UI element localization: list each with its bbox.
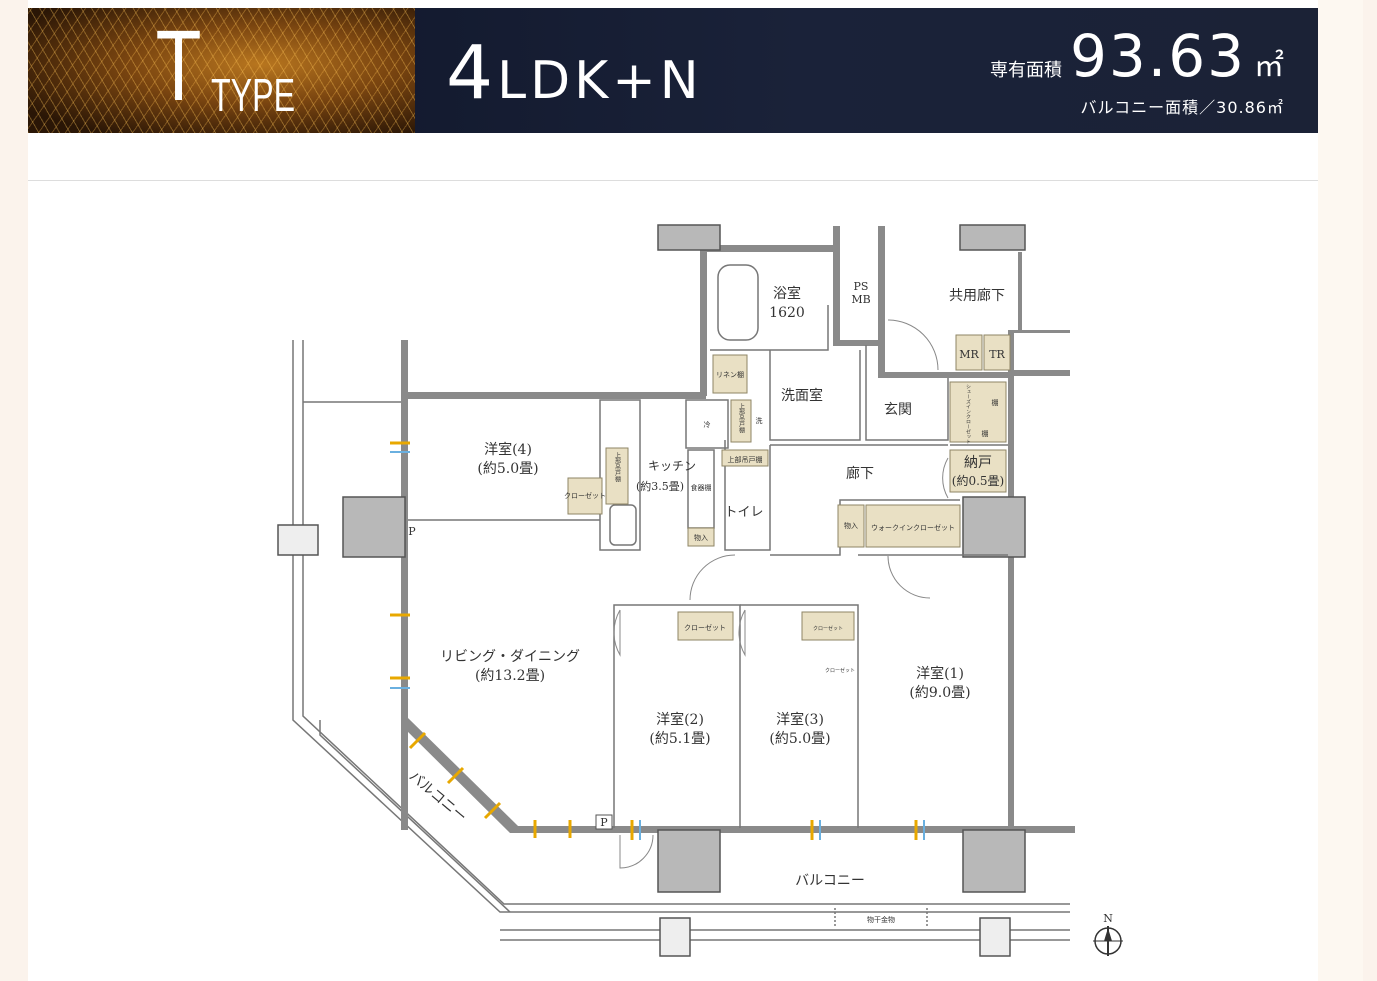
exclusive-area-label: 専有面積 bbox=[989, 60, 1062, 81]
washer-label: 洗 bbox=[756, 416, 763, 425]
storeroom-size: (約0.5畳) bbox=[952, 473, 1004, 488]
living-size: (約13.2畳) bbox=[475, 668, 545, 684]
linen-shelf-label: リネン棚 bbox=[716, 370, 744, 379]
storeroom-label: 納戸 bbox=[964, 455, 992, 471]
p-box bbox=[595, 814, 613, 830]
room2-size: (約5.1畳) bbox=[649, 731, 710, 747]
type-letter: T bbox=[155, 10, 202, 122]
closet-label-room2: クローゼット bbox=[684, 623, 726, 632]
balcony-label: バルコニー bbox=[795, 873, 865, 889]
closet-label-room3b: クローゼット bbox=[825, 667, 855, 674]
mb-label: MB bbox=[851, 293, 870, 306]
upper-cabinet-label-1: 上部吊戸棚 bbox=[614, 451, 621, 483]
room3-size: (約5.0畳) bbox=[769, 731, 830, 747]
bath-size: 1620 bbox=[769, 305, 805, 321]
balcony-area: バルコニー面積／30.86㎡ bbox=[1080, 98, 1284, 117]
room2-label: 洋室(2) bbox=[656, 711, 704, 728]
columns bbox=[342, 224, 1026, 893]
closet-label-room4: クローゼット bbox=[564, 491, 606, 500]
balcony-outline bbox=[277, 340, 1070, 957]
room4-label: 洋室(4) bbox=[484, 441, 532, 458]
storage-label-kitchen: 物入 bbox=[694, 533, 708, 542]
shelf-label: 棚 bbox=[992, 398, 999, 407]
tr-label: TR bbox=[989, 348, 1005, 361]
walkin-closet-label: ウォークインクローゼット bbox=[871, 523, 955, 532]
toilet-label: トイレ bbox=[724, 505, 763, 520]
shelf-label-2: 棚 bbox=[982, 429, 989, 438]
bath-label: 浴室 bbox=[773, 285, 801, 302]
mr-label: MR bbox=[959, 348, 979, 361]
exclusive-area-unit: ㎡ bbox=[1254, 49, 1284, 84]
room1-size: (約9.0畳) bbox=[909, 685, 970, 701]
plan-header: T TYPE 4LDK+N 専有面積 93.63 ㎡ バルコニー面積／30.86… bbox=[28, 8, 1318, 133]
windows bbox=[390, 441, 925, 840]
north-label: N bbox=[1103, 912, 1113, 925]
common-corridor-label: 共用廊下 bbox=[949, 287, 1005, 304]
partitions bbox=[408, 264, 1008, 828]
p-label-2: P bbox=[600, 816, 608, 829]
shoes-closet-label: シューズインクローゼット bbox=[965, 384, 971, 444]
doors bbox=[613, 319, 949, 869]
washroom-label: 洗面室 bbox=[781, 387, 823, 404]
entrance-label: 玄関 bbox=[884, 401, 912, 418]
p-label-1: P bbox=[408, 525, 416, 538]
room1-label: 洋室(1) bbox=[916, 665, 964, 682]
plan-layout: 4LDK+N bbox=[446, 30, 703, 116]
exclusive-area: 専有面積 93.63 ㎡ bbox=[990, 22, 1284, 90]
upper-cabinet-label-2: 上部吊戸棚 bbox=[728, 455, 763, 464]
plan-layout-type: LDK+N bbox=[497, 51, 703, 111]
page bbox=[28, 0, 1318, 981]
upper-cabinet-label-3: 上部吊戸棚 bbox=[738, 402, 745, 434]
hallway-label: 廊下 bbox=[846, 465, 874, 482]
drying-rack-label: 物干金物 bbox=[867, 915, 895, 924]
divider bbox=[28, 180, 1318, 181]
type-word: TYPE bbox=[211, 69, 296, 121]
exclusive-area-value: 93.63 bbox=[1069, 22, 1246, 90]
storage-units bbox=[567, 334, 1011, 641]
living-label: リビング・ダイニング bbox=[440, 649, 580, 665]
closet-label-room3: クローゼット bbox=[813, 625, 843, 632]
side-strip bbox=[1318, 0, 1363, 981]
type-badge: T TYPE bbox=[28, 8, 415, 133]
fridge-label: 冷 bbox=[704, 420, 711, 429]
walls bbox=[401, 226, 1075, 833]
room3-label: 洋室(3) bbox=[776, 711, 824, 728]
kitchen-label: キッチン bbox=[648, 459, 696, 473]
storage-label-hall: 物入 bbox=[844, 521, 858, 530]
kitchen-size: (約3.5畳) bbox=[636, 479, 684, 493]
cupboard-label: 食器棚 bbox=[691, 483, 712, 492]
ps-label: PS bbox=[854, 280, 869, 293]
north-arrow-icon bbox=[1093, 926, 1123, 956]
plan-layout-number: 4 bbox=[446, 30, 498, 116]
room4-size: (約5.0畳) bbox=[477, 461, 538, 477]
